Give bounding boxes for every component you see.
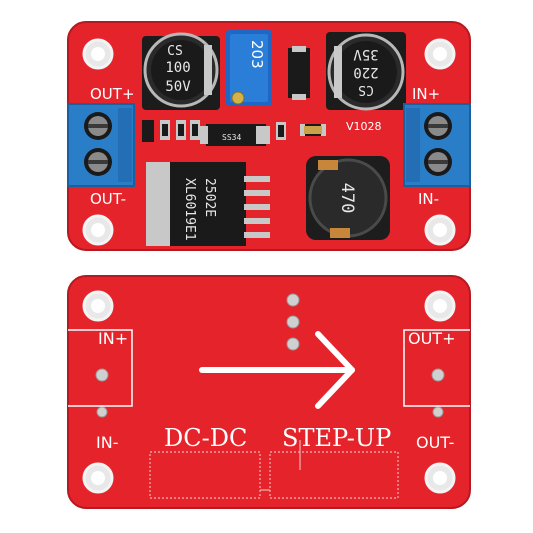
solder-pad [95, 368, 109, 382]
title-dc-dc: DC-DC [164, 424, 247, 452]
solder-pad [286, 293, 300, 307]
ic-model: XL6019E1 [182, 178, 197, 241]
bottom-label-out-plus: OUT+ [408, 329, 455, 348]
trimpot-code: 203 [248, 40, 266, 69]
title-step-up: STEP-UP [282, 424, 391, 452]
cap-right-brand: CS [358, 82, 374, 97]
version-label: V1028 [346, 120, 382, 133]
capacitor-left: CS 100 50V [142, 32, 220, 110]
top-pcb-board: CS 100 50V 203 CS 220 35V [67, 21, 471, 251]
mounting-hole [424, 290, 456, 322]
diode-chip [288, 48, 310, 98]
top-label-in-minus: IN- [418, 190, 439, 208]
bottom-pcb-board: IN+ IN- OUT+ OUT- DC-DC STEP-UP [67, 275, 471, 509]
pad-area-right [269, 451, 399, 499]
inductor-value: 470 [337, 183, 357, 214]
mounting-hole [82, 462, 114, 494]
cap-right-value: 220 [353, 64, 378, 80]
top-label-in-plus: IN+ [412, 85, 440, 103]
terminal-block-left [67, 103, 135, 187]
mounting-hole [424, 38, 456, 70]
terminal-block-right [403, 103, 471, 187]
solder-pad [286, 337, 300, 351]
pad-area-left [149, 451, 261, 499]
smd-components [142, 120, 326, 142]
inductor: 470 [306, 156, 390, 240]
schottky-diode: SS34 [200, 124, 270, 146]
bottom-label-in-minus: IN- [96, 433, 118, 452]
regulator-ic: XL6019E1 2502E [146, 162, 270, 246]
silk-box-right [403, 329, 470, 407]
diode-code: SS34 [222, 133, 241, 142]
mounting-hole [82, 38, 114, 70]
cap-right-voltage: 35V [353, 46, 379, 62]
solder-pad [286, 315, 300, 329]
solder-pad [96, 406, 108, 418]
top-label-out-minus: OUT- [90, 190, 126, 208]
silk-box-left [68, 329, 133, 407]
mounting-hole [82, 214, 114, 246]
mounting-hole [424, 214, 456, 246]
capacitor-right: CS 220 35V [326, 32, 406, 111]
top-label-out-plus: OUT+ [90, 85, 135, 103]
ic-code: 2502E [202, 178, 217, 217]
cap-left-brand: CS [167, 44, 183, 59]
trimpot: 203 [226, 30, 272, 106]
bottom-label-in-plus: IN+ [98, 329, 128, 348]
mounting-hole [82, 290, 114, 322]
solder-pad [432, 406, 444, 418]
cap-left-voltage: 50V [165, 79, 191, 95]
solder-pad [431, 368, 445, 382]
arrow-right-icon [199, 331, 355, 409]
cap-left-value: 100 [165, 60, 190, 76]
mounting-hole [424, 462, 456, 494]
bottom-label-out-minus: OUT- [416, 433, 454, 452]
